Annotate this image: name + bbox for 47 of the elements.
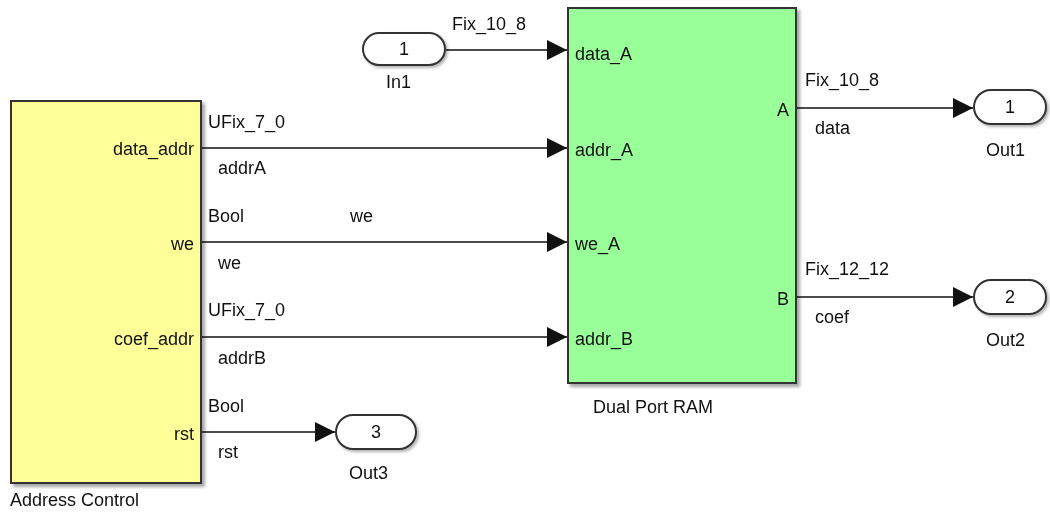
signal-arrow — [201, 327, 568, 347]
signal-name: addrA — [218, 158, 267, 178]
signal-name: rst — [218, 442, 238, 462]
signal-arrow — [201, 422, 336, 442]
port-name: we_A — [575, 234, 621, 254]
port-number: 1 — [399, 38, 409, 60]
edge-label: Fix_10_8 — [805, 70, 880, 90]
signal-name: we — [218, 253, 241, 273]
signal-name: addrB — [218, 348, 267, 368]
port-name: addr_A — [575, 140, 634, 160]
port-name: A — [777, 100, 789, 120]
signal-arrow — [796, 287, 974, 307]
block-name: Out2 — [986, 330, 1026, 350]
signal-arrow — [201, 232, 568, 252]
port-number: 1 — [1005, 96, 1015, 118]
outport-block — [335, 414, 417, 450]
port-name: rst — [174, 424, 194, 444]
port-name: we — [171, 234, 194, 254]
port-name: coef_addr — [113, 329, 194, 349]
block-name: Address Control — [10, 490, 140, 510]
signal-name: data — [815, 118, 851, 138]
port-name: data_addr — [112, 139, 194, 159]
outport-block — [973, 89, 1047, 125]
port-name: data_A — [575, 44, 633, 64]
port-name: addr_B — [575, 329, 634, 349]
signal-arrow — [201, 138, 568, 158]
signal-arrow — [796, 98, 974, 118]
outport-block — [973, 279, 1047, 315]
edge-label: Fix_12_12 — [805, 259, 890, 279]
edge-label: UFix_7_0 — [208, 300, 286, 320]
edge-label: Fix_10_8 — [452, 14, 527, 34]
signal-name: we — [350, 206, 373, 226]
block-name: Dual Port RAM — [593, 397, 714, 417]
block-name: Out1 — [986, 140, 1026, 160]
block-name: In1 — [386, 72, 412, 92]
edge-label: Bool — [208, 396, 245, 416]
block-name: Out3 — [349, 463, 389, 483]
inport-block — [362, 32, 446, 66]
signal-arrow — [445, 40, 568, 60]
signal-name: coef — [815, 307, 850, 327]
subsystem-block — [10, 100, 202, 484]
subsystem-block — [567, 7, 797, 384]
edge-label: UFix_7_0 — [208, 112, 286, 132]
edge-label: Bool — [208, 206, 245, 226]
port-number: 3 — [371, 421, 381, 443]
port-number: 2 — [1005, 286, 1015, 308]
port-name: B — [777, 289, 789, 309]
